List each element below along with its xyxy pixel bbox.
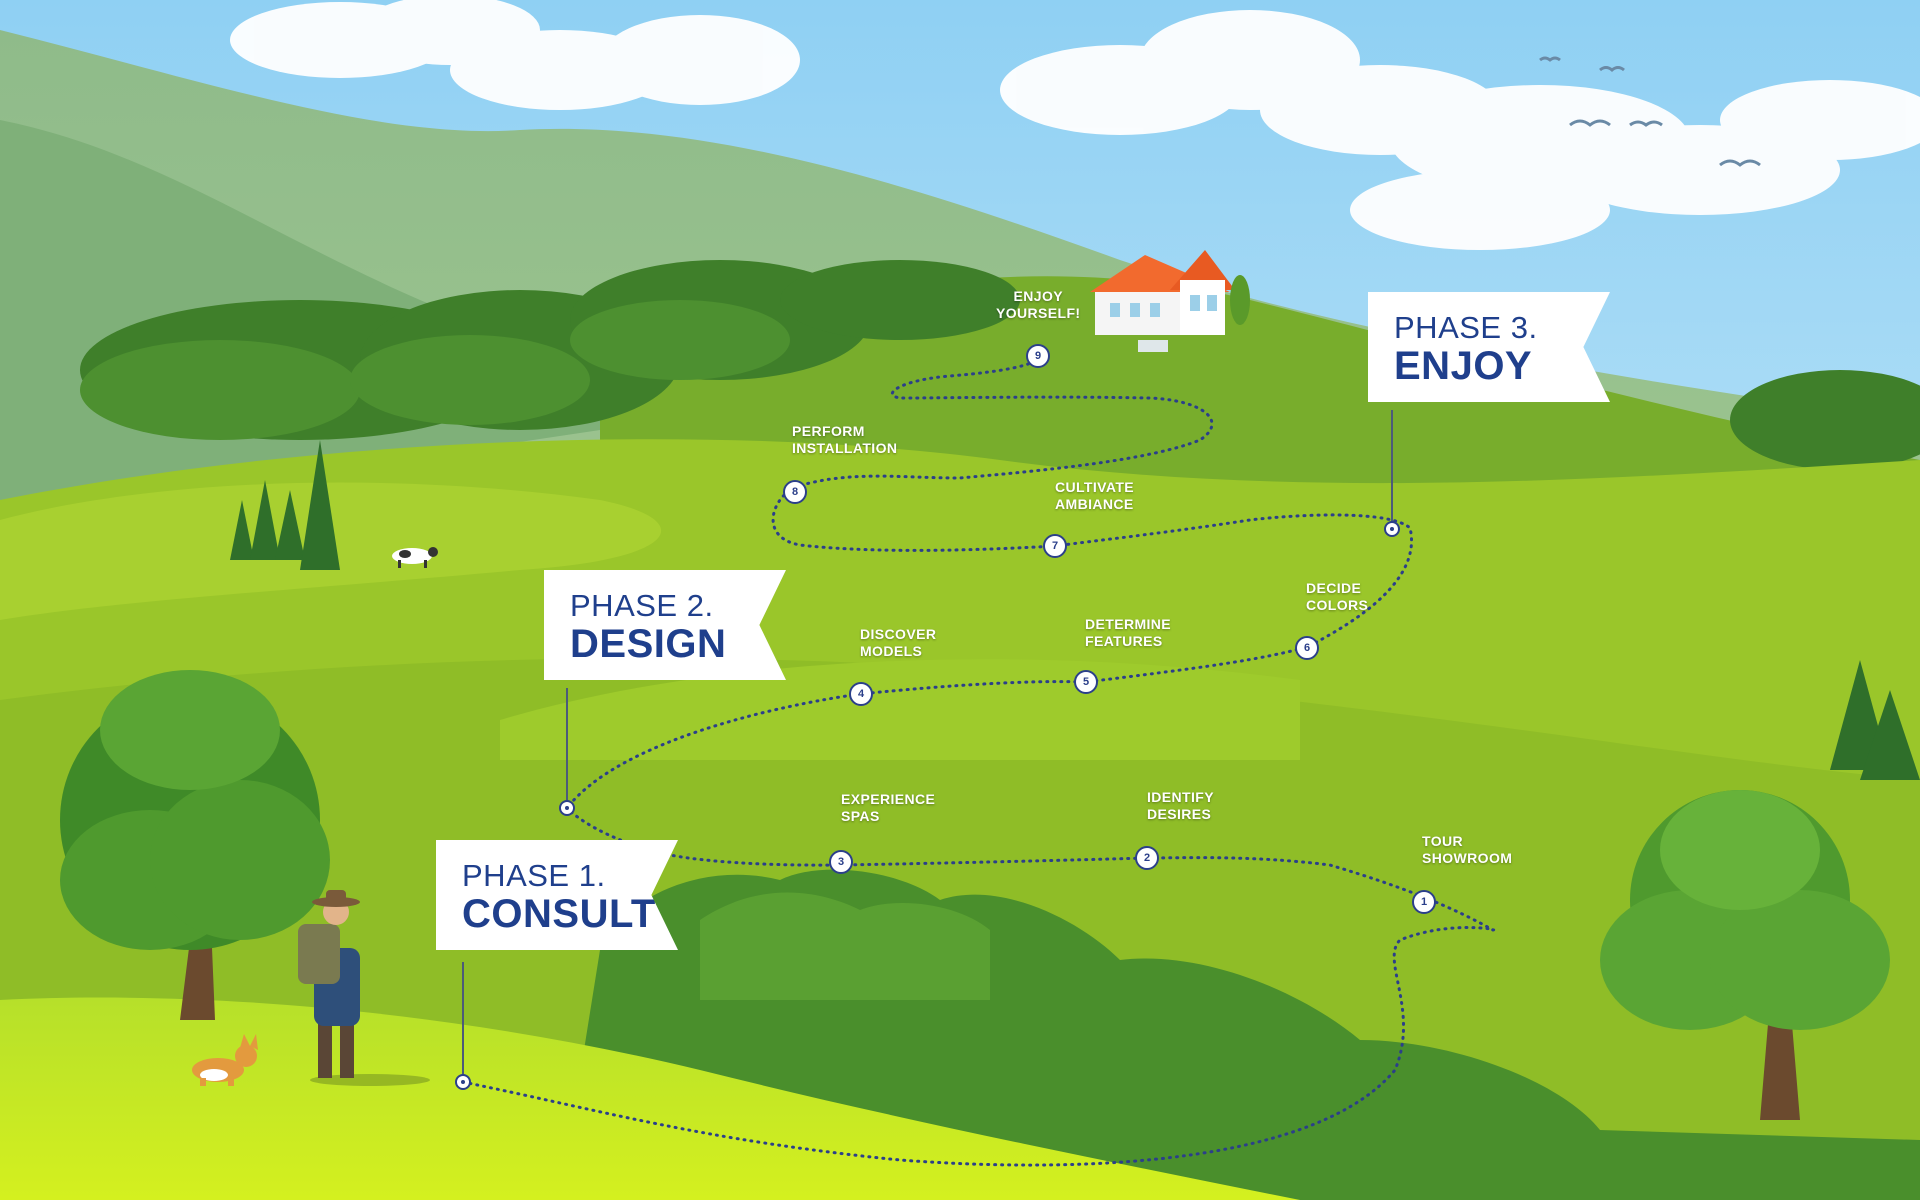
house-icon — [1090, 250, 1250, 352]
phase-3-title: ENJOY — [1394, 344, 1533, 388]
step-4-dot: 4 — [849, 682, 873, 706]
phase-3-leader — [1391, 410, 1393, 526]
step-8-dot: 8 — [783, 480, 807, 504]
tree-icon — [60, 670, 330, 1020]
phase-2-banner: PHASE 2. DESIGN — [544, 570, 786, 680]
tree-icon — [1600, 790, 1890, 1120]
step-7-dot: 7 — [1043, 534, 1067, 558]
phase-2-anchor-dot — [559, 800, 575, 816]
bird-icon — [1539, 56, 1761, 167]
step-5-label: DETERMINE FEATURES — [1085, 616, 1172, 649]
corgi-icon — [192, 1034, 258, 1086]
step-6-dot: 6 — [1295, 636, 1319, 660]
step-7-label: CULTIVATE AMBIANCE — [1055, 479, 1135, 512]
step-4-label: DISCOVER MODELS — [860, 626, 937, 659]
phase-1-title: CONSULT — [462, 892, 656, 936]
step-2-label: IDENTIFY DESIRES — [1147, 789, 1214, 822]
cow-icon — [392, 547, 438, 568]
step-1-label: TOUR SHOWROOM — [1422, 833, 1513, 866]
phase-1-banner: PHASE 1. CONSULT — [436, 840, 678, 950]
phase-1-anchor-dot — [455, 1074, 471, 1090]
phase-2-title: DESIGN — [570, 622, 727, 666]
step-1-dot: 1 — [1412, 890, 1436, 914]
tree-icon — [230, 440, 1920, 780]
step-9-dot: 9 — [1026, 344, 1050, 368]
step-2-dot: 2 — [1135, 846, 1159, 870]
step-5-dot: 5 — [1074, 670, 1098, 694]
phase-3-label: PHASE 3. — [1394, 310, 1538, 345]
cloud-icon — [230, 0, 1920, 250]
step-3-dot: 3 — [829, 850, 853, 874]
step-3-label: EXPERIENCE SPAS — [841, 791, 936, 824]
step-8-label: PERFORM INSTALLATION — [792, 423, 898, 456]
phase-3-banner: PHASE 3. ENJOY — [1368, 292, 1610, 402]
phase-3-anchor-dot — [1384, 521, 1400, 537]
hiker-icon — [298, 890, 430, 1086]
phase-1-leader — [462, 962, 464, 1078]
step-6-label: DECIDE COLORS — [1306, 580, 1369, 613]
phase-2-label: PHASE 2. — [570, 588, 714, 623]
phase-1-label: PHASE 1. — [462, 858, 606, 893]
phase-2-leader — [566, 688, 568, 804]
step-9-label: ENJOY YOURSELF! — [996, 288, 1081, 321]
